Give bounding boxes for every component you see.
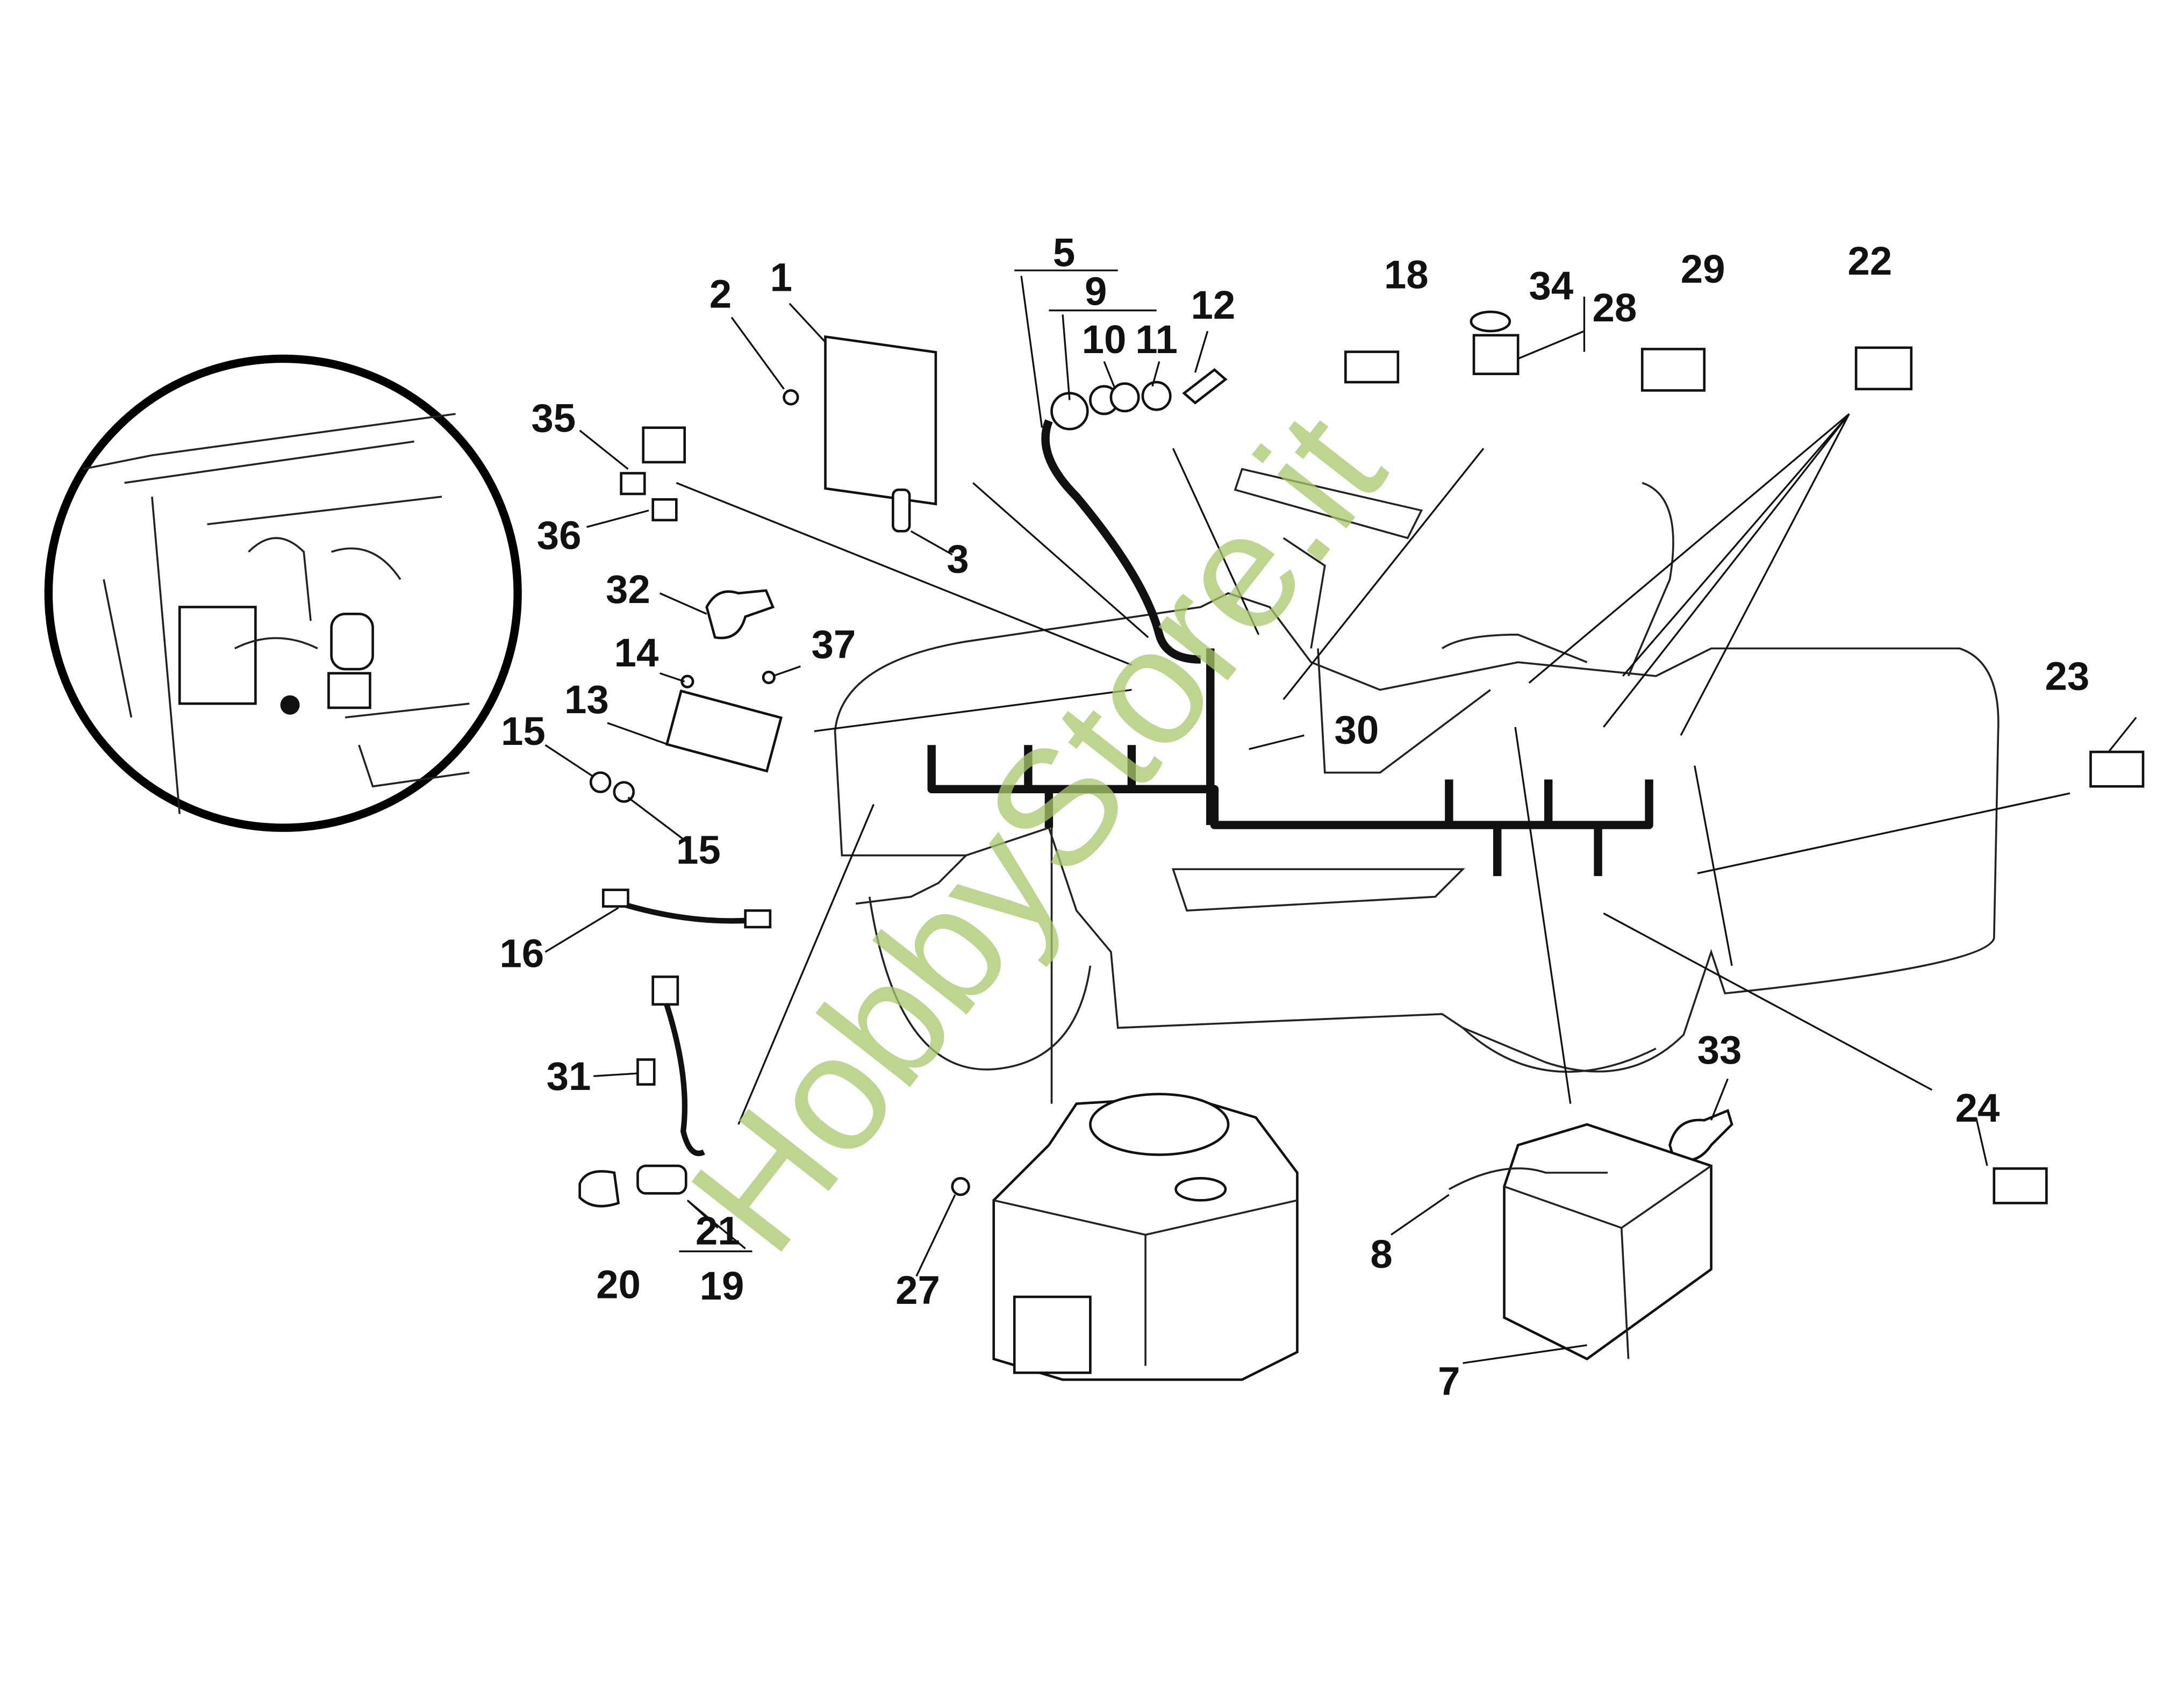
part-number-label: 2 — [710, 271, 732, 316]
part-number-label: 16 — [499, 931, 544, 975]
part-number-label: 7 — [1438, 1359, 1460, 1403]
part-number-label: 35 — [531, 396, 576, 440]
part-number-label: 12 — [1191, 283, 1235, 327]
part-number-label: 10 — [1082, 317, 1127, 362]
part-number-label: 23 — [2045, 654, 2089, 699]
part-number-label: 3 — [947, 536, 969, 581]
circuit-board — [824, 335, 937, 506]
engine — [992, 1093, 1299, 1381]
part-number-label: 11 — [1135, 317, 1178, 362]
parts — [578, 310, 2145, 1381]
part-number-label: 32 — [606, 567, 650, 612]
part-number-label: 24 — [1955, 1086, 2000, 1130]
tractor-outline — [834, 468, 2000, 1073]
part-number-label: 30 — [1334, 708, 1379, 752]
part-number-label: 36 — [537, 513, 582, 558]
part-number-label: 21 — [696, 1208, 740, 1253]
part-number-label: 1 — [770, 255, 792, 300]
part-number-label: 5 — [1053, 230, 1075, 275]
part-number-label: 37 — [812, 622, 856, 666]
part-number-label: 31 — [547, 1054, 591, 1099]
watermark: HobbyStore.it — [655, 379, 1420, 1284]
part-number-label: 15 — [676, 828, 721, 872]
part-number-label: 15 — [501, 709, 546, 753]
part-number-label: 8 — [1370, 1232, 1392, 1276]
part-number-label: 9 — [1085, 269, 1107, 313]
part-number-label: 22 — [1847, 239, 1892, 283]
part-number-label: 33 — [1697, 1028, 1742, 1072]
part-number-label: 34 — [1529, 263, 1573, 308]
part-number-label: 28 — [1592, 285, 1637, 330]
part-number-label: 14 — [614, 630, 658, 675]
part-number-label: 18 — [1384, 253, 1429, 297]
part-number-label: 20 — [596, 1262, 641, 1307]
battery — [1448, 1123, 1712, 1361]
part-number-label: 29 — [1681, 247, 1725, 291]
leader-lines — [544, 269, 2137, 1364]
wiring-harness — [927, 419, 1653, 1104]
part-number-label: 19 — [700, 1264, 744, 1308]
part-number-label: 13 — [564, 677, 609, 722]
inset-detail-fuse — [44, 354, 522, 832]
part-number-label: 27 — [895, 1268, 940, 1312]
